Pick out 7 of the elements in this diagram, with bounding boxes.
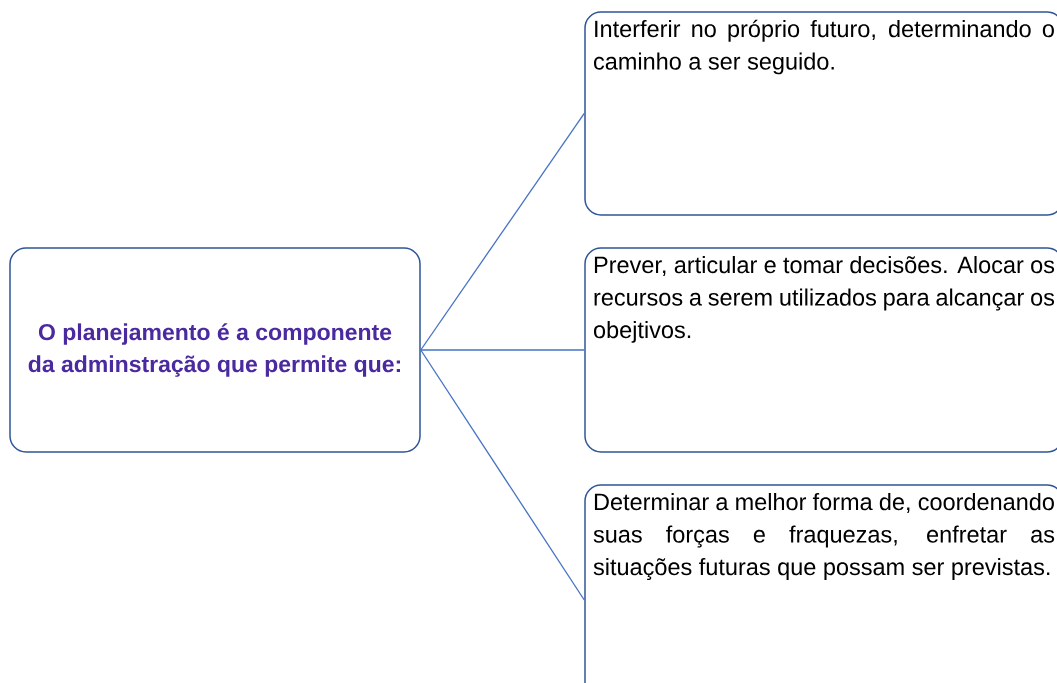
text-box: Determinar a melhor forma de, coordenando suas forças e fraquezas, enfretar as situações futuras que possam ser previstas. (584, 484, 1057, 683)
topic-box: O planejamento é a componente da adminstração que permite que: (9, 247, 421, 453)
connector-line (420, 349, 585, 601)
connector-line (420, 349, 585, 351)
connector-line (420, 112, 585, 351)
text-box: Interferir no próprio futuro, determinando o caminho a ser seguido. (584, 11, 1057, 216)
text-box: Prever, articular e tomar decisões. Alocar os recursos a serem utilizados para alcançar os obejtivos. (584, 247, 1057, 453)
